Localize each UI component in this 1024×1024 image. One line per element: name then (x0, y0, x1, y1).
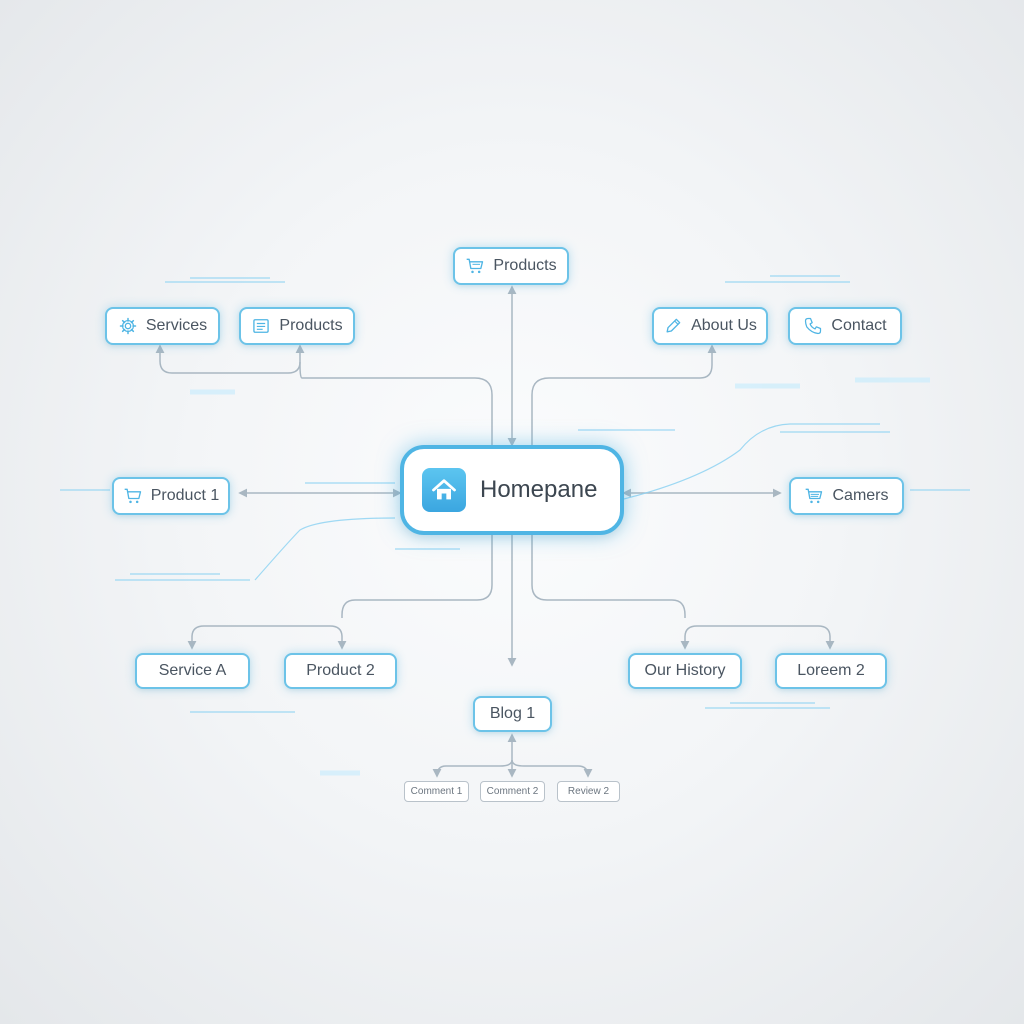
connector-left-top (295, 344, 493, 445)
node-label: Comment 1 (410, 786, 463, 797)
accent-line (254, 517, 396, 581)
node-label: Review 2 (567, 786, 610, 797)
cart-icon (804, 486, 824, 506)
connector-review-2 (511, 759, 593, 778)
node-label: Service A (158, 662, 227, 679)
node-loreem-2[interactable]: Loreem 2 (775, 653, 887, 689)
node-review-2[interactable]: Review 2 (557, 781, 620, 802)
node-services[interactable]: Services (105, 307, 220, 345)
connector-left-bottom (341, 535, 493, 618)
node-products-top[interactable]: Products (453, 247, 569, 285)
node-contact[interactable]: Contact (788, 307, 902, 345)
node-products-left[interactable]: Products (239, 307, 355, 345)
node-service-a[interactable]: Service A (135, 653, 250, 689)
homepage-node[interactable]: Homepane (400, 445, 624, 535)
node-label: Comment 2 (486, 786, 539, 797)
connector-history-loreem (680, 625, 835, 650)
node-product-2[interactable]: Product 2 (284, 653, 397, 689)
node-label: Products (493, 257, 557, 274)
cart-icon (465, 256, 485, 276)
homepage-label: Homepane (480, 476, 598, 503)
list-icon (251, 316, 271, 336)
node-about-us[interactable]: About Us (652, 307, 768, 345)
node-comment-1[interactable]: Comment 1 (404, 781, 469, 802)
cart-icon (123, 486, 143, 506)
node-comment-2[interactable]: Comment 2 (480, 781, 545, 802)
connector-service-product-2 (187, 625, 347, 650)
node-label: Camers (832, 487, 889, 504)
node-label: Loreem 2 (797, 662, 865, 679)
node-label: Product 1 (150, 487, 220, 504)
node-our-history[interactable]: Our History (628, 653, 742, 689)
node-label: Services (145, 317, 208, 334)
home-icon (422, 468, 466, 512)
node-label: Our History (644, 662, 726, 679)
connector-right-top (531, 344, 717, 445)
node-label: About Us (691, 317, 757, 334)
connector-comment-1 (432, 759, 513, 778)
node-label: Contact (831, 317, 887, 334)
node-label: Product 2 (306, 662, 375, 679)
pencil-icon (663, 316, 683, 336)
connector-right-bottom (531, 535, 686, 618)
node-product-1[interactable]: Product 1 (112, 477, 230, 515)
gear-icon (118, 316, 138, 336)
node-blog-1[interactable]: Blog 1 (473, 696, 552, 732)
connector-services (155, 344, 301, 374)
accent-line (619, 423, 880, 501)
node-camers[interactable]: Camers (789, 477, 904, 515)
node-label: Products (279, 317, 343, 334)
phone-icon (803, 316, 823, 336)
node-label: Blog 1 (489, 705, 536, 722)
